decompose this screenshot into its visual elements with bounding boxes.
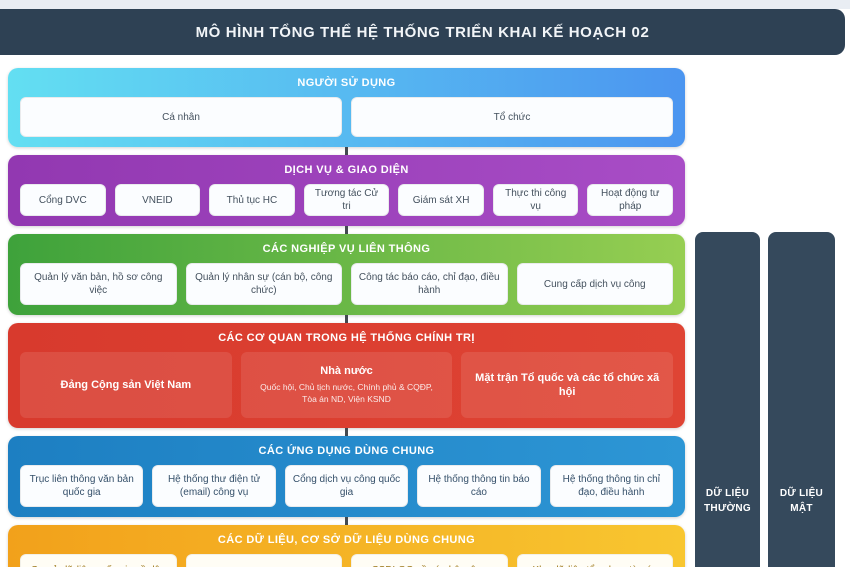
node-he-thong-bao-cao: Hệ thống thông tin báo cáo [417,465,541,507]
band-users-row: Cá nhân Tổ chức [20,97,673,137]
band-agencies-title: CÁC CƠ QUAN TRONG HỆ THỐNG CHÍNH TRỊ [218,332,475,344]
node-csdl-dan-cu: Cơ sở dữ liệu quốc gia về dân cư [20,554,177,567]
connector-line [8,315,685,323]
band-agencies-row: Đảng Cộng sản Việt Nam Nhà nước Quốc hội… [20,352,674,418]
node-he-thong-chi-dao: Hệ thống thông tin chỉ đạo, điều hành [549,465,674,507]
node-thu-tuc-hc: Thủ tục HC [209,184,295,216]
node-quan-ly-van-ban: Quản lý văn bản, hồ sơ công việc [20,263,177,305]
node-he-thong-email: Hệ thống thư điện tử (email) công vụ [152,465,276,507]
node-kho-du-lieu: Kho dữ liệu tổng hợp từ các CSDLQG [516,554,673,567]
connector-line [8,226,685,234]
sidebar-du-lieu-mat: DỮ LIỆU MẬT [768,232,835,567]
band-data: CÁC DỮ LIỆU, CƠ SỞ DỮ LIỆU DÙNG CHUNG Cơ… [8,525,685,567]
node-truc-lien-thong: Trục liên thông văn bản quốc gia [20,465,144,507]
node-ca-nhan: Cá nhân [20,97,342,137]
node-tuong-tac-cu-tri: Tương tác Cử tri [303,184,390,216]
node-to-chuc: Tổ chức [351,97,673,137]
band-services-row: Cổng DVC VNEID Thủ tục HC Tương tác Cử t… [20,184,674,216]
band-apps-row: Trục liên thông văn bản quốc gia Hệ thốn… [20,465,674,507]
connector-line [8,517,685,525]
diagram-title-bar: MÔ HÌNH TỔNG THỂ HỆ THỐNG TRIỂN KHAI KẾ … [0,9,845,55]
node-dang-cong-san: Đảng Cộng sản Việt Nam [20,352,232,418]
node-dinh-danh-dien-tu: Định danh điện tử [185,554,342,567]
sidebar-du-lieu-thuong: DỮ LIỆU THƯỜNG [695,232,760,567]
node-thuc-thi-cong-vu: Thực thi công vụ [492,184,579,216]
band-data-row: Cơ sở dữ liệu quốc gia về dân cư Định da… [20,554,673,567]
node-cong-dvc: Cổng DVC [20,184,106,216]
band-services-title: DỊCH VỤ & GIAO DIỆN [284,164,409,176]
band-services: DỊCH VỤ & GIAO DIỆN Cổng DVC VNEID Thủ t… [8,155,685,226]
node-cong-tac-bao-cao: Công tác báo cáo, chỉ đạo, điều hành [351,263,508,305]
node-vneid: VNEID [114,184,201,216]
node-csdlqg-can-bo: CSDLQG về cán bộ, công chức, viên chức [351,554,508,567]
sidebar-du-lieu-mat-label: DỮ LIỆU MẬT [779,488,824,514]
band-apps-title: CÁC ỨNG DỤNG DÙNG CHUNG [258,445,435,457]
band-users-title: NGƯỜI SỬ DỤNG [297,77,396,89]
node-cung-cap-dich-vu-cong: Cung cấp dịch vụ công [516,263,673,305]
top-strip [0,0,850,9]
connector-line [8,428,685,436]
band-agencies: CÁC CƠ QUAN TRONG HỆ THỐNG CHÍNH TRỊ Đản… [8,323,685,428]
sidebar-du-lieu-thuong-label: DỮ LIỆU THƯỜNG [704,488,751,514]
node-nha-nuoc: Nhà nước Quốc hội, Chủ tịch nước, Chính … [240,352,453,418]
band-business-row: Quản lý văn bản, hồ sơ công việc Quản lý… [20,263,673,305]
node-giam-sat-xh: Giám sát XH [398,184,484,216]
node-hoat-dong-tu-phap: Hoạt động tư pháp [587,184,674,216]
node-nha-nuoc-sub: Quốc hội, Chủ tịch nước, Chính phủ & CQĐ… [260,382,433,405]
band-data-title: CÁC DỮ LIỆU, CƠ SỞ DỮ LIỆU DÙNG CHUNG [217,534,476,546]
node-quan-ly-nhan-su: Quản lý nhân sự (cán bộ, công chức) [185,263,342,305]
band-business: CÁC NGHIỆP VỤ LIÊN THÔNG Quản lý văn bản… [8,234,685,315]
node-mat-tran-to-quoc: Mặt trận Tổ quốc và các tổ chức xã hội [461,352,674,418]
connector-line [8,147,685,155]
band-apps: CÁC ỨNG DỤNG DÙNG CHUNG Trục liên thông … [8,436,685,517]
diagram-stack: NGƯỜI SỬ DỤNG Cá nhân Tổ chức DỊCH VỤ & … [8,68,685,567]
band-business-title: CÁC NGHIỆP VỤ LIÊN THÔNG [262,243,431,255]
diagram-title: MÔ HÌNH TỔNG THỂ HỆ THỐNG TRIỂN KHAI KẾ … [195,23,650,41]
node-cong-dich-vu-cong-qg: Cổng dịch vụ công quốc gia [284,465,409,507]
band-users: NGƯỜI SỬ DỤNG Cá nhân Tổ chức [8,68,685,147]
